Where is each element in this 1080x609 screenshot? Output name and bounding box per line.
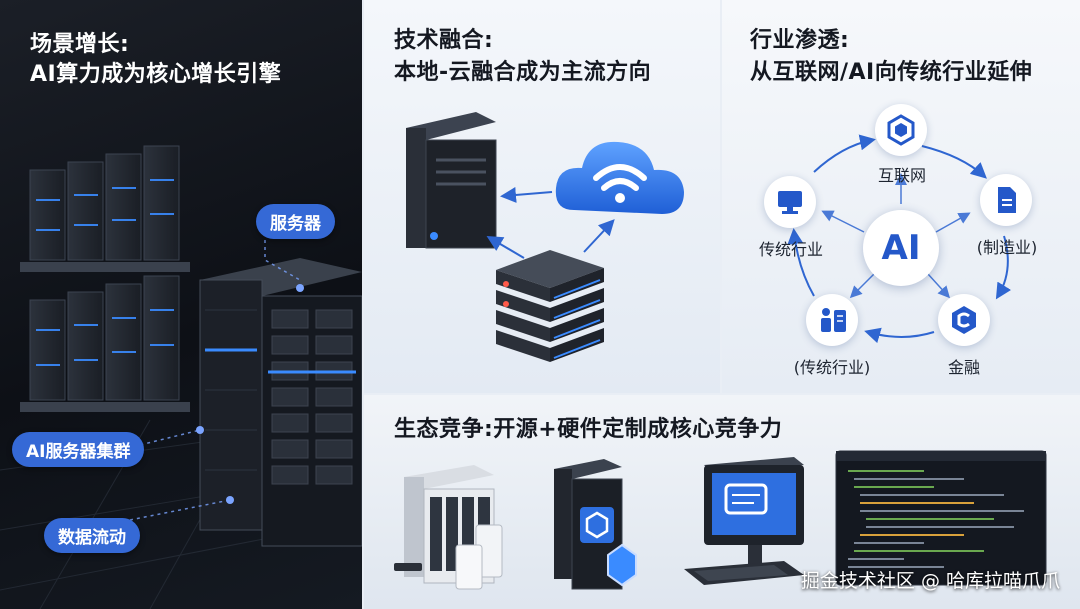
traditional-bottom-node bbox=[806, 294, 858, 346]
internet-icon bbox=[887, 114, 915, 146]
ai-core-node: AI bbox=[863, 210, 939, 286]
industry-cycle-arrows bbox=[787, 134, 1012, 344]
custom-hardware-icon bbox=[554, 459, 637, 590]
upper-server-cluster bbox=[20, 145, 190, 272]
industry-penetration-panel: 行业渗透: 从互联网/AI向传统行业延伸 AI 互联网 bbox=[722, 0, 1080, 393]
finance-label: 金融 bbox=[947, 358, 980, 377]
main-rack-cabinet bbox=[199, 258, 362, 547]
traditional-left-node bbox=[764, 176, 816, 228]
industry-title-line2: 从互联网/AI向传统行业延伸 bbox=[750, 60, 1033, 85]
dataflow-label: 数据流动 bbox=[44, 518, 140, 553]
lower-server-cluster bbox=[20, 275, 190, 412]
finance-node bbox=[938, 294, 990, 346]
monitor-icon bbox=[778, 191, 802, 214]
code-editor-screen bbox=[835, 450, 1047, 586]
scene-title-line2: AI算力成为核心增长引擎 bbox=[30, 62, 282, 87]
ai-cluster-label: AI服务器集群 bbox=[12, 432, 145, 467]
rack-server-icon bbox=[394, 465, 503, 590]
internet-label: 互联网 bbox=[877, 166, 926, 185]
finance-icon bbox=[952, 306, 976, 334]
internet-node bbox=[875, 104, 927, 156]
tech-fusion-panel: 技术融合: 本地-云融合成为主流方向 bbox=[364, 0, 720, 393]
desktop-monitor-icon bbox=[684, 457, 804, 585]
eco-title: 生态竞争:开源+硬件定制成核心竞争力 bbox=[394, 417, 783, 442]
ecosystem-panel: 生态竞争:开源+硬件定制成核心竞争力 bbox=[364, 395, 1080, 609]
tech-title-line1: 技术融合: bbox=[394, 28, 494, 53]
ecosystem-hardware-illustration bbox=[394, 450, 1047, 590]
scene-growth-panel: 场景增长: AI算力成为核心增长引擎 bbox=[0, 0, 362, 609]
server-room-illustration bbox=[0, 145, 362, 609]
document-icon bbox=[998, 187, 1016, 213]
traditional-left-label: 传统行业 bbox=[758, 240, 823, 259]
stacked-server-icon bbox=[496, 250, 604, 362]
watermark-text: 掘金技术社区 @ 哈库拉喵爪爪 bbox=[800, 570, 1060, 592]
industry-title-line1: 行业渗透: bbox=[750, 28, 850, 53]
cloud-wifi-icon bbox=[555, 141, 684, 214]
scene-title-line1: 场景增长: bbox=[30, 32, 130, 57]
people-icon bbox=[821, 308, 846, 332]
tech-title-line2: 本地-云融合成为主流方向 bbox=[394, 60, 652, 85]
local-cloud-diagram bbox=[406, 112, 684, 362]
manufacturing-node bbox=[980, 174, 1032, 226]
local-server-icon bbox=[406, 112, 497, 249]
server-label: 服务器 bbox=[256, 204, 335, 239]
traditional-bottom-label: (传统行业) bbox=[793, 358, 871, 377]
manufacturing-label: (制造业) bbox=[976, 238, 1038, 257]
